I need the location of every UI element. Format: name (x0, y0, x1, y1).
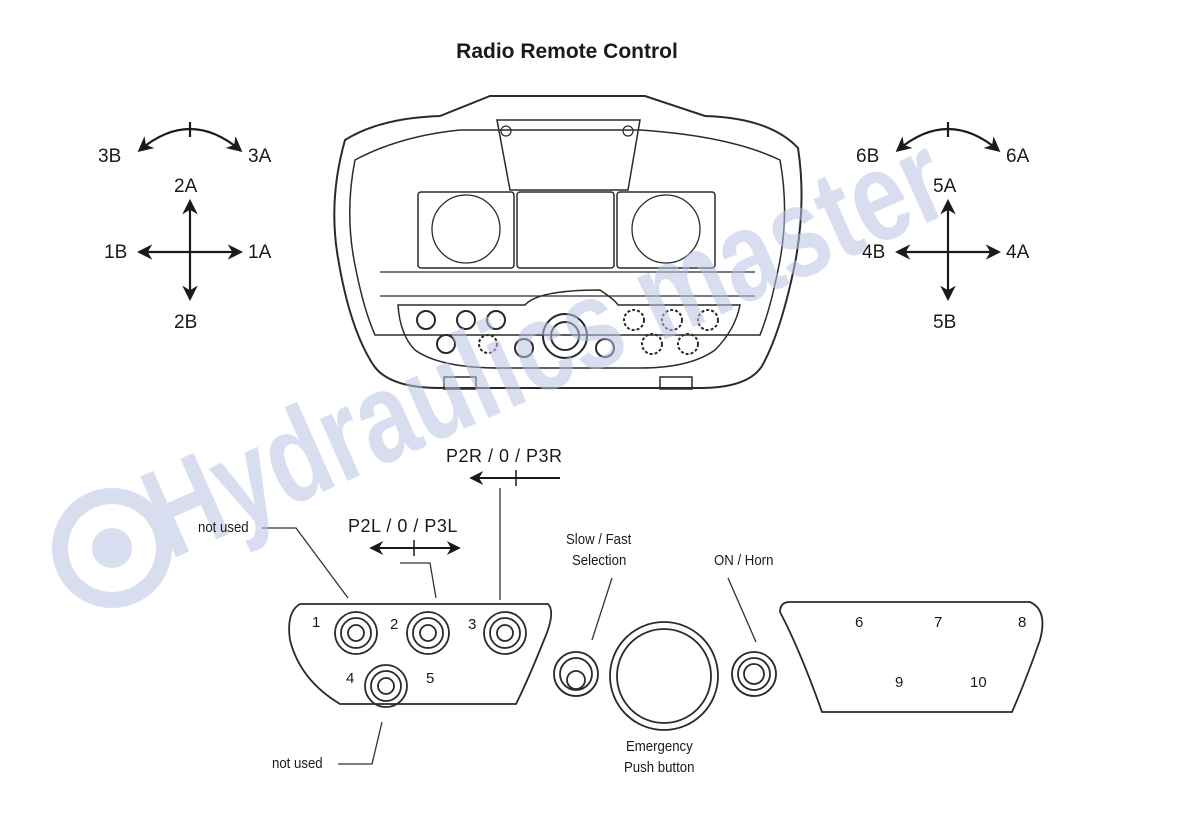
emergency-button (609, 621, 719, 731)
callout-emergency-line1: Emergency (626, 738, 693, 755)
panel-number-10: 10 (970, 674, 987, 691)
panel-number-5: 5 (426, 670, 435, 687)
remote-housing (333, 95, 803, 390)
label-4a: 4A (1006, 242, 1030, 263)
page-title: Radio Remote Control (456, 40, 678, 63)
callout-emergency-line2: Push button (624, 759, 695, 776)
callout-p2l-p3l: P2L / 0 / P3L (348, 516, 458, 536)
toggle-switch-4 (364, 664, 408, 708)
callout-arrows (369, 470, 560, 556)
toggle-switch-3 (483, 611, 527, 655)
panel-number-2: 2 (390, 616, 399, 633)
label-1a: 1A (248, 242, 272, 263)
callout-not-used-top: not used (198, 519, 249, 536)
label-3a: 3A (248, 146, 272, 167)
right-joystick-arrows (894, 122, 1002, 302)
leader-lines (262, 488, 757, 765)
on-horn-button (731, 651, 777, 697)
panel-number-8: 8 (1018, 614, 1027, 631)
callout-not-used-bottom: not used (272, 755, 323, 772)
panel-number-9: 9 (895, 674, 904, 691)
right-control-panel (779, 601, 1044, 713)
center-controls (553, 621, 777, 731)
toggle-switch-2 (406, 611, 450, 655)
label-4b: 4B (862, 242, 886, 263)
label-3b: 3B (98, 146, 122, 167)
slow-fast-switch (553, 651, 599, 697)
left-control-panel (288, 603, 553, 708)
callout-p2r-p3r: P2R / 0 / P3R (446, 446, 563, 466)
callout-on-horn: ON / Horn (714, 552, 774, 569)
panel-number-6: 6 (855, 614, 864, 631)
left-joystick-arrows (136, 122, 244, 302)
panel-number-3: 3 (468, 616, 477, 633)
callout-slow-fast-line1: Slow / Fast (566, 531, 632, 548)
label-1b: 1B (104, 242, 128, 263)
label-2b: 2B (174, 312, 198, 333)
watermark-text: Hydraulics master (123, 105, 967, 585)
panel-number-7: 7 (934, 614, 943, 631)
toggle-switch-1 (334, 611, 378, 655)
label-5b: 5B (933, 312, 957, 333)
label-5a: 5A (933, 176, 957, 197)
label-6a: 6A (1006, 146, 1030, 167)
panel-number-1: 1 (312, 614, 321, 631)
panel-number-4: 4 (346, 670, 355, 687)
callout-slow-fast-line2: Selection (572, 552, 627, 569)
label-6b: 6B (856, 146, 880, 167)
label-2a: 2A (174, 176, 198, 197)
